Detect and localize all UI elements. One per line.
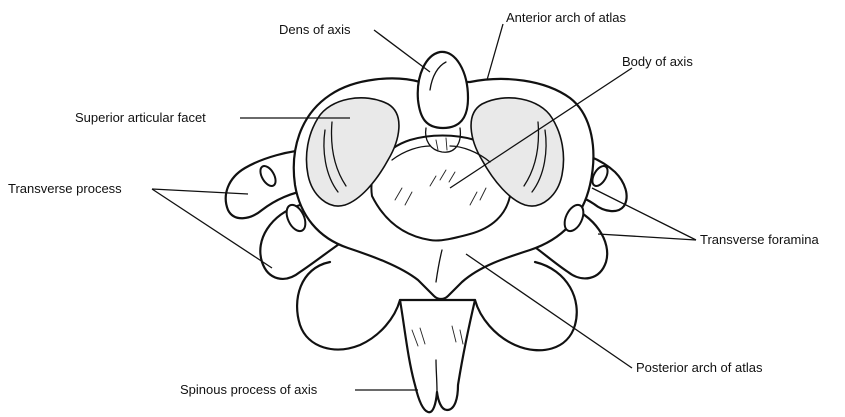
label-posterior-arch-of-atlas: Posterior arch of atlas	[636, 360, 763, 375]
label-transverse-process: Transverse process	[8, 181, 122, 196]
label-body-of-axis: Body of axis	[622, 54, 693, 69]
label-anterior-arch-of-atlas: Anterior arch of atlas	[506, 10, 626, 25]
label-superior-articular-facet: Superior articular facet	[75, 110, 206, 125]
label-dens-of-axis: Dens of axis	[279, 22, 351, 37]
label-transverse-foramina: Transverse foramina	[700, 232, 819, 247]
label-spinous-process-of-axis: Spinous process of axis	[180, 382, 318, 397]
